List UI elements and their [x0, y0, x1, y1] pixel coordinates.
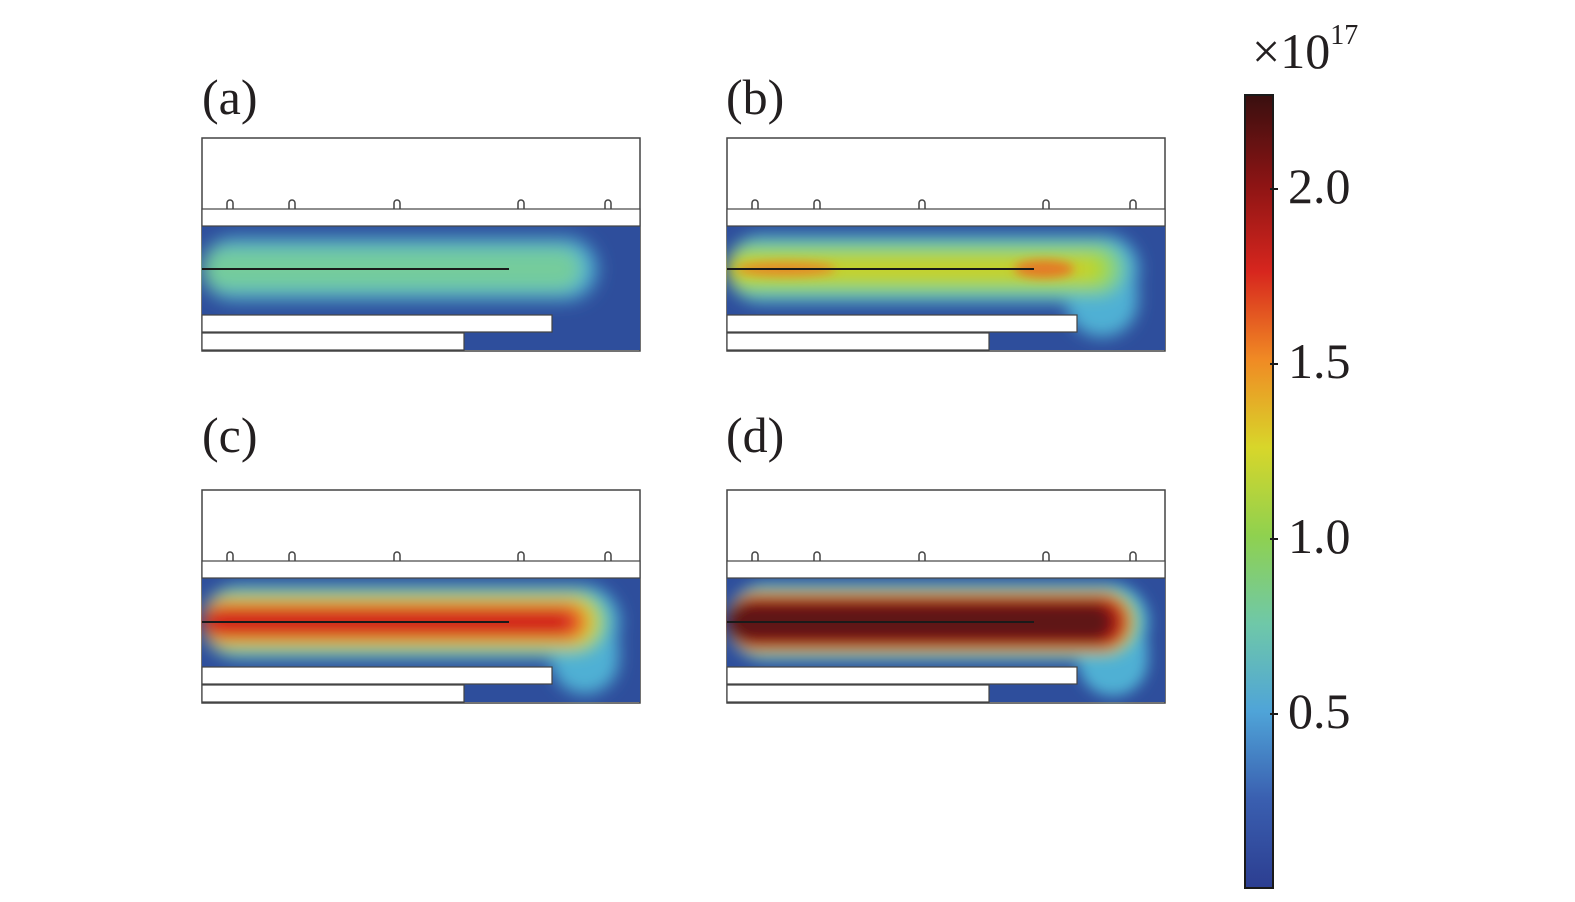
panel-d-electrode-lower: [726, 684, 990, 703]
panel-label-c: (c): [202, 407, 258, 463]
panel-b-plot: [726, 137, 1166, 352]
colorbar-gradient: [1244, 94, 1274, 889]
panel-d-plot: [726, 489, 1166, 704]
panel-c: [201, 489, 641, 704]
panel-d-bumps: [751, 551, 1137, 561]
panel-a-electrode-lower: [201, 332, 465, 351]
colorbar-multiplier-exponent: 17: [1330, 20, 1359, 51]
colorbar-tick-label: 0.5: [1288, 682, 1351, 739]
panel-a-plot: [201, 137, 641, 352]
colorbar-tick-mark: [1270, 187, 1278, 190]
panel-c-bumps: [226, 551, 612, 561]
colorbar-tick-mark: [1270, 712, 1278, 715]
panel-b: [726, 137, 1166, 352]
panel-d: [726, 489, 1166, 704]
panel-a: [201, 137, 641, 352]
panel-b-cap-layer: [726, 208, 1166, 227]
panel-a-cap-layer: [201, 208, 641, 227]
panel-b-electrode-lower: [726, 332, 990, 351]
panel-b-electrode-upper: [726, 314, 1078, 333]
colorbar-tick-mark: [1270, 537, 1278, 540]
panel-label-d: (d): [726, 407, 785, 463]
colorbar-tick-label: 1.5: [1288, 332, 1351, 389]
panel-a-bumps: [226, 199, 612, 209]
panel-c-electrode-lower: [201, 684, 465, 703]
colorbar-tick-mark: [1270, 362, 1278, 365]
panel-a-electrode-upper: [201, 314, 553, 333]
panel-label-b: (b): [726, 69, 785, 125]
panel-d-cap-layer: [726, 560, 1166, 579]
panel-d-electrode-upper: [726, 666, 1078, 685]
panel-b-bumps: [751, 199, 1137, 209]
panel-c-cap-layer: [201, 560, 641, 579]
colorbar: ×1017 2.0 1.5 1.0 0.5: [1230, 20, 1430, 900]
panel-c-plot: [201, 489, 641, 704]
colorbar-multiplier: ×1017: [1252, 20, 1358, 80]
panel-c-electrode-upper: [201, 666, 553, 685]
colorbar-tick-label: 2.0: [1288, 157, 1351, 214]
panel-label-a: (a): [202, 69, 258, 125]
colorbar-multiplier-base: ×10: [1252, 23, 1331, 79]
colorbar-tick-label: 1.0: [1288, 507, 1351, 564]
